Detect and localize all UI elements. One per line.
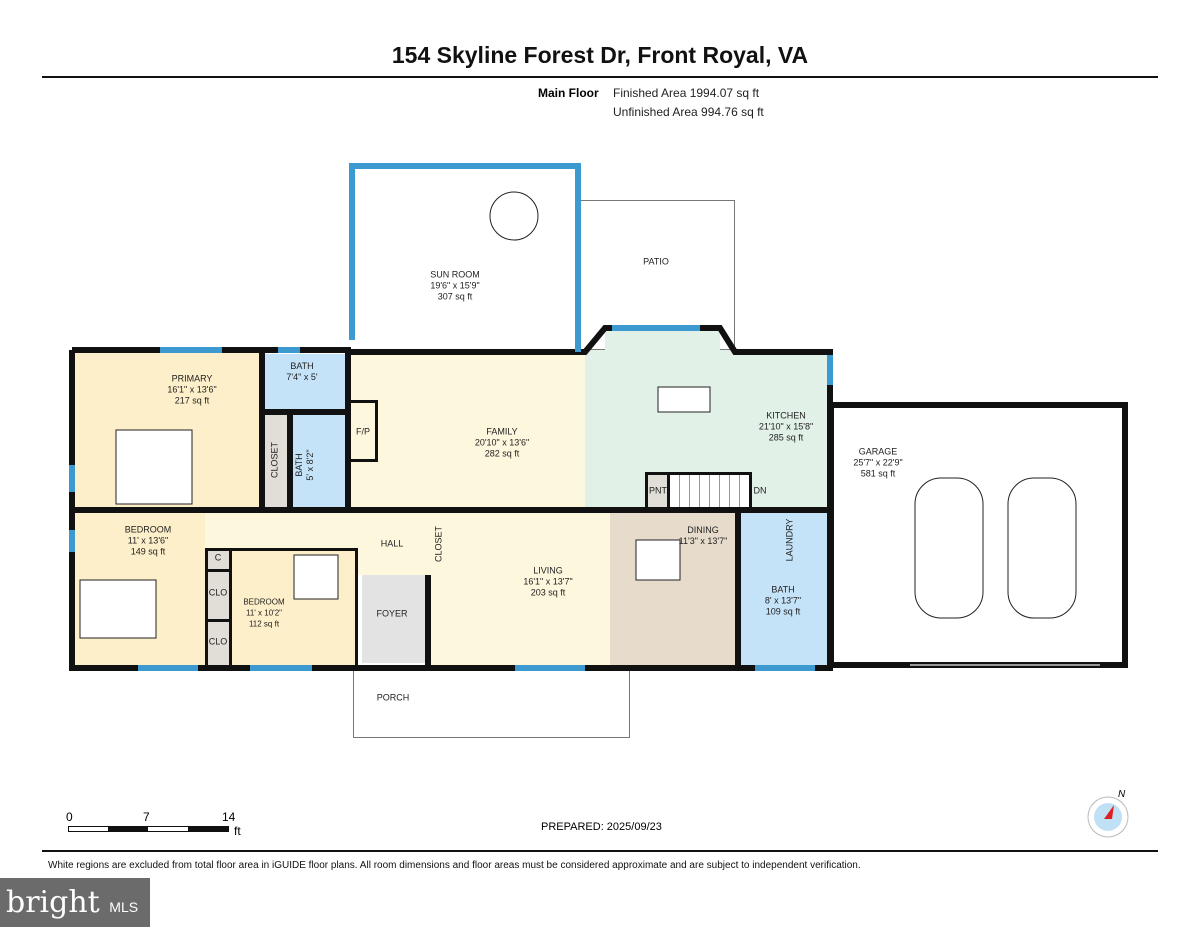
compass-north-label: N — [1118, 789, 1126, 800]
footer-divider — [42, 850, 1158, 852]
room-dims: 16'1" x 13'6" — [167, 384, 217, 395]
unfinished-area: Unfinished Area 994.76 sq ft — [613, 105, 764, 119]
living-area — [428, 512, 610, 668]
scale-tick-7: 7 — [143, 810, 150, 824]
bath3-area — [738, 512, 830, 668]
room-area: 217 sq ft — [174, 395, 210, 406]
room-label-closet1: CLOSET — [269, 441, 280, 479]
c-area — [205, 548, 232, 572]
room-label-patio: PATIO — [643, 256, 669, 267]
compass-icon: N — [1087, 789, 1129, 838]
room-dims: 5' x 8'2" — [305, 449, 315, 481]
closet1-area — [262, 414, 288, 510]
room-name: PRIMARY — [171, 373, 213, 384]
family-area — [348, 352, 585, 510]
logo-suffix: MLS — [109, 899, 139, 915]
porch-area — [353, 668, 630, 738]
stairs-down-label: DN — [753, 485, 767, 496]
scale-unit: ft — [234, 824, 241, 838]
room-dims: 8' x 13'7" — [764, 595, 802, 606]
room-name: BEDROOM — [243, 597, 285, 607]
room-name: KITCHEN — [766, 410, 806, 421]
room-dims: 11' x 10'2" — [246, 608, 282, 618]
room-label-foyer: FOYER — [376, 608, 408, 619]
room-name: BEDROOM — [124, 524, 172, 535]
room-area: 112 sq ft — [248, 619, 280, 629]
room-area: 203 sq ft — [530, 587, 566, 598]
room-area: 307 sq ft — [437, 291, 473, 302]
clo1-area — [205, 572, 232, 622]
room-dims: 7'4" x 5' — [286, 372, 318, 382]
finished-area: Finished Area 1994.07 sq ft — [613, 86, 760, 100]
room-name: DINING — [687, 525, 719, 535]
sunroom-area — [352, 166, 579, 352]
stairs — [670, 472, 752, 510]
foyer-area — [362, 575, 428, 663]
room-name: BATH — [290, 361, 314, 371]
room-label-closet2: CLOSET — [433, 525, 444, 563]
room-dims: 11'3" x 13'7" — [678, 536, 728, 546]
room-area: 149 sq ft — [130, 546, 166, 557]
room-dims: 11' x 13'6" — [127, 535, 169, 546]
scale-tick-14: 14 — [222, 810, 236, 824]
bath1-area — [262, 354, 348, 412]
room-dims: 25'7" x 22'9" — [853, 457, 903, 468]
scale-bar — [68, 826, 229, 832]
logo-brand: bright — [6, 885, 100, 920]
furniture — [79, 191, 1077, 639]
room-label-laundry: LAUNDRY — [784, 518, 795, 562]
room-dims: 19'6" x 15'9" — [430, 280, 480, 291]
room-area: 581 sq ft — [860, 468, 896, 479]
header-divider — [42, 76, 1158, 78]
room-name: GARAGE — [858, 446, 898, 457]
dining-area — [610, 512, 738, 668]
room-label-clo2: CLO — [208, 636, 228, 647]
kitchen-bay — [605, 328, 720, 353]
room-label-c: C — [214, 552, 222, 563]
scale-tick-0: 0 — [66, 810, 73, 824]
room-name: FAMILY — [486, 426, 518, 437]
room-label-porch: PORCH — [376, 692, 410, 703]
bright-mls-logo: bright MLS — [0, 878, 150, 927]
room-label-hall: HALL — [380, 538, 404, 549]
room-name: SUN ROOM — [430, 269, 480, 280]
room-name: BATH — [294, 453, 304, 477]
room-label-clo1: CLO — [208, 587, 228, 598]
room-area: 109 sq ft — [765, 606, 801, 617]
room-area: 282 sq ft — [484, 448, 520, 459]
room-name: BATH — [771, 584, 795, 595]
room-dims: 21'10" x 15'8" — [758, 421, 814, 432]
page-title: 154 Skyline Forest Dr, Front Royal, VA — [391, 42, 809, 68]
room-name: LIVING — [533, 565, 563, 576]
room-label-fp: F/P — [355, 426, 371, 437]
prepared-date: PREPARED: 2025/09/23 — [541, 821, 662, 833]
pantry-area — [645, 472, 670, 510]
room-dims: 16'1" x 13'7" — [523, 576, 573, 587]
disclaimer: White regions are excluded from total fl… — [48, 860, 861, 871]
room-dims: 20'10" x 13'6" — [474, 437, 530, 448]
bath2-area — [290, 414, 348, 510]
floor-label: Main Floor — [538, 86, 599, 100]
room-area: 285 sq ft — [768, 432, 804, 443]
room-label-pnt: PNT — [649, 485, 667, 496]
